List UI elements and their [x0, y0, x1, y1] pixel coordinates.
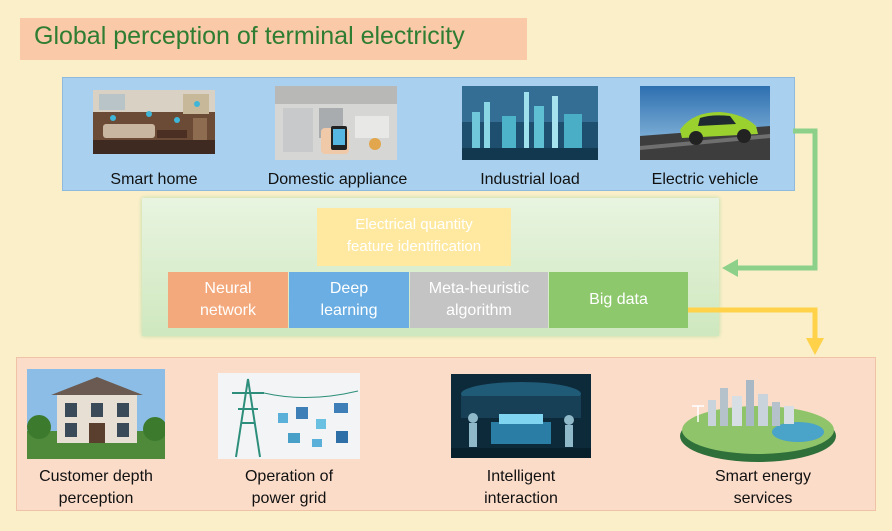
source-label-smart-home: Smart home — [110, 171, 198, 188]
yellow-flow-arrow — [688, 307, 818, 340]
feature-identification-box — [317, 208, 511, 266]
application-label-power-grid: Operation of power grid — [213, 466, 365, 510]
application-label-customer: Customer depth perception — [22, 466, 170, 510]
domestic-appliance-photo — [275, 86, 397, 160]
application-line-1: Operation of — [244, 468, 334, 485]
green-arrowhead — [722, 259, 738, 277]
yellow-arrowhead — [806, 338, 824, 355]
method-deep-learning: Deep learning — [289, 272, 409, 328]
feature-identification-label: Electrical quantity feature identificati… — [317, 214, 511, 258]
source-label-industrial-load: Industrial load — [480, 171, 580, 188]
green-flow-arrow — [736, 128, 818, 271]
application-line-2: perception — [58, 490, 134, 507]
application-line-1: Intelligent — [486, 468, 556, 485]
method-line-1: Deep — [329, 280, 369, 297]
feature-identification-line-2: feature identification — [346, 238, 482, 255]
source-label-domestic-appliance: Domestic appliance — [267, 171, 408, 188]
smart-home-photo — [93, 90, 215, 154]
method-line-1: Meta-heuristic — [428, 280, 530, 297]
application-line-2: services — [733, 490, 793, 507]
method-line-1: Big data — [589, 291, 648, 308]
application-line-2: interaction — [484, 490, 558, 507]
application-line-1: Smart energy — [714, 468, 812, 485]
interaction-room-photo — [451, 374, 591, 458]
method-neural-network: Neural network — [168, 272, 288, 328]
feature-identification-line-1: Electrical quantity — [355, 216, 473, 233]
method-line-2: network — [199, 302, 257, 319]
application-line-2: power grid — [251, 490, 327, 507]
application-label-smart-energy: Smart energy services — [688, 466, 838, 510]
title-banner — [20, 18, 527, 60]
application-line-1: Customer depth — [39, 468, 153, 485]
industrial-load-photo — [462, 86, 598, 160]
method-line-2: learning — [320, 302, 378, 319]
source-label-electric-vehicle: Electric vehicle — [651, 171, 759, 188]
smart-city-illustration — [680, 380, 836, 462]
power-grid-illustration — [218, 373, 360, 459]
method-line-2: algorithm — [446, 302, 512, 319]
villa-photo — [27, 369, 165, 459]
method-meta-heuristic: Meta-heuristic algorithm — [410, 272, 548, 328]
electric-vehicle-photo — [640, 86, 770, 160]
diagram-title: Global perception of terminal electricit… — [34, 22, 465, 50]
method-line-1: Neural — [204, 280, 252, 297]
method-big-data: Big data — [549, 272, 688, 328]
application-label-interaction: Intelligent interaction — [446, 466, 596, 510]
